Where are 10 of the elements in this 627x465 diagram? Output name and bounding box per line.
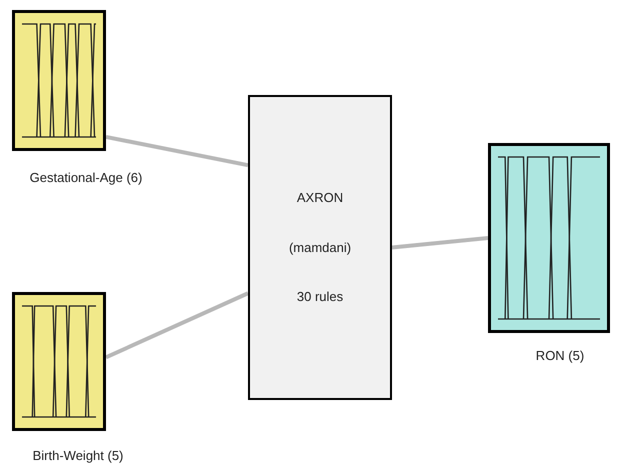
system-text: (mamdani) [288,238,352,257]
system-text: AXRON [296,189,344,208]
system-box [248,95,392,400]
variable-label: Gestational-Age (6) [30,169,142,187]
variable-label: RON (5) [536,347,584,365]
connector-line [105,291,249,360]
connector-line [392,236,488,250]
connector-line [106,134,248,168]
variable-label: Birth-Weight (5) [32,447,124,465]
system-text: 30 rules [296,288,344,306]
